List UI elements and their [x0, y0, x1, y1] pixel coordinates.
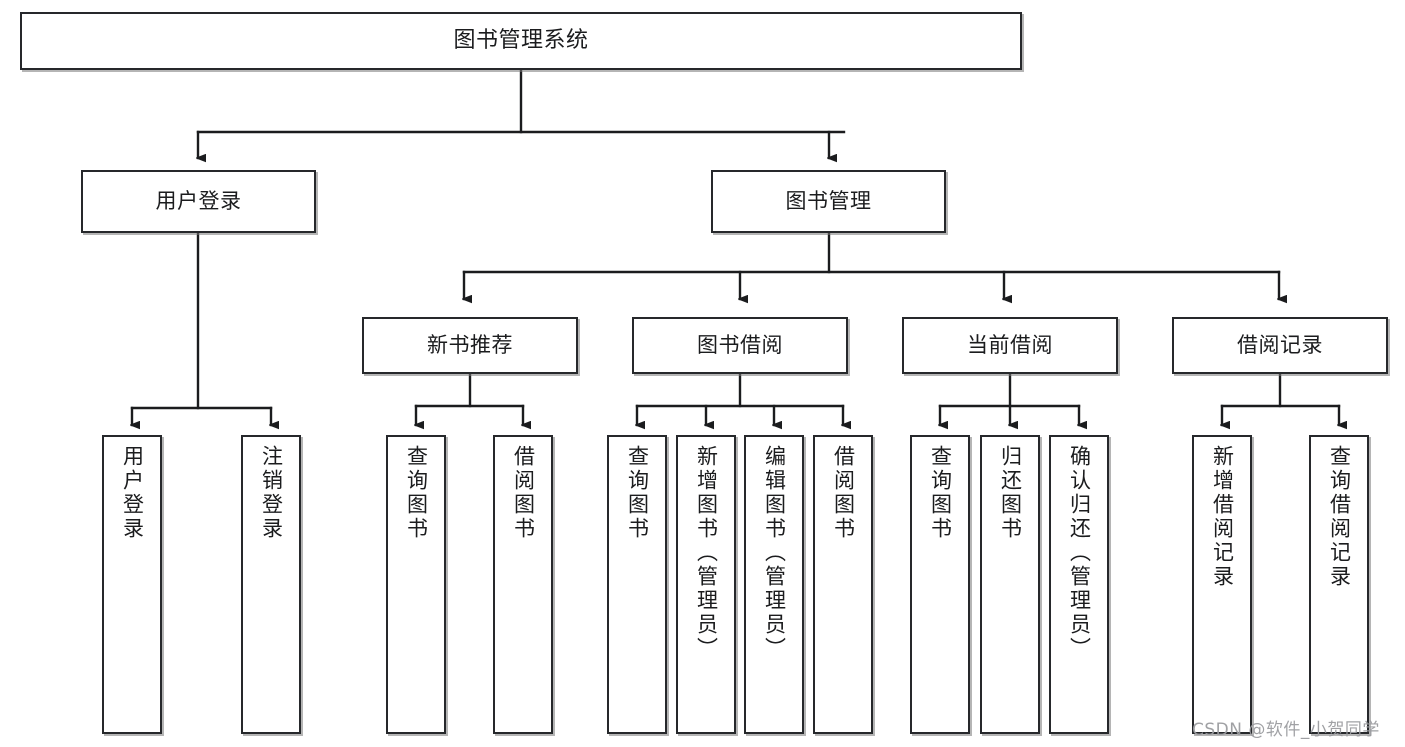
node-leaf-query-book-1[interactable]: 查询图书 [386, 435, 446, 734]
node-leaf-borrow-book-2[interactable]: 借阅图书 [813, 435, 873, 734]
node-leaf-query-book-3[interactable]: 查询图书 [910, 435, 970, 734]
node-leaf-edit-book-label: 编辑图书（管理员） [762, 445, 787, 661]
node-leaf-user-login[interactable]: 用户登录 [102, 435, 162, 734]
node-leaf-query-record-label: 查询借阅记录 [1327, 445, 1352, 589]
node-leaf-edit-book[interactable]: 编辑图书（管理员） [744, 435, 804, 734]
node-current-borrow-label: 当前借阅 [967, 332, 1053, 357]
node-new-book-recommend-label: 新书推荐 [427, 332, 513, 357]
node-leaf-add-book-label: 新增图书（管理员） [694, 445, 719, 661]
node-borrow-record[interactable]: 借阅记录 [1172, 317, 1388, 374]
node-leaf-add-record-label: 新增借阅记录 [1210, 445, 1235, 589]
node-root[interactable]: 图书管理系统 [20, 12, 1022, 70]
node-leaf-confirm-return[interactable]: 确认归还（管理员） [1049, 435, 1109, 734]
csdn-watermark: CSDN @软件_小贺同学 [1192, 720, 1380, 740]
node-leaf-query-book-2-label: 查询图书 [625, 445, 650, 541]
node-user-login-label: 用户登录 [155, 188, 242, 213]
node-leaf-return-book-label: 归还图书 [998, 445, 1023, 541]
node-leaf-query-book-3-label: 查询图书 [928, 445, 953, 541]
node-leaf-query-book-1-label: 查询图书 [404, 445, 429, 541]
node-leaf-query-record[interactable]: 查询借阅记录 [1309, 435, 1369, 734]
node-current-borrow[interactable]: 当前借阅 [902, 317, 1118, 374]
node-root-label: 图书管理系统 [453, 27, 589, 53]
node-user-login[interactable]: 用户登录 [81, 170, 316, 233]
node-leaf-borrow-book-2-label: 借阅图书 [831, 445, 856, 541]
node-leaf-borrow-book-1-label: 借阅图书 [511, 445, 536, 541]
node-leaf-borrow-book-1[interactable]: 借阅图书 [493, 435, 553, 734]
node-leaf-user-logout-label: 注销登录 [259, 445, 284, 541]
node-new-book-recommend[interactable]: 新书推荐 [362, 317, 578, 374]
node-book-borrow-label: 图书借阅 [697, 332, 783, 357]
node-leaf-confirm-return-label: 确认归还（管理员） [1067, 445, 1092, 661]
node-leaf-add-book[interactable]: 新增图书（管理员） [676, 435, 736, 734]
node-leaf-add-record[interactable]: 新增借阅记录 [1192, 435, 1252, 734]
node-leaf-return-book[interactable]: 归还图书 [980, 435, 1040, 734]
node-leaf-user-login-label: 用户登录 [120, 445, 145, 541]
node-book-management[interactable]: 图书管理 [711, 170, 946, 233]
node-leaf-user-logout[interactable]: 注销登录 [241, 435, 301, 734]
node-book-borrow[interactable]: 图书借阅 [632, 317, 848, 374]
node-leaf-query-book-2[interactable]: 查询图书 [607, 435, 667, 734]
node-book-management-label: 图书管理 [785, 188, 872, 213]
node-borrow-record-label: 借阅记录 [1237, 332, 1323, 357]
